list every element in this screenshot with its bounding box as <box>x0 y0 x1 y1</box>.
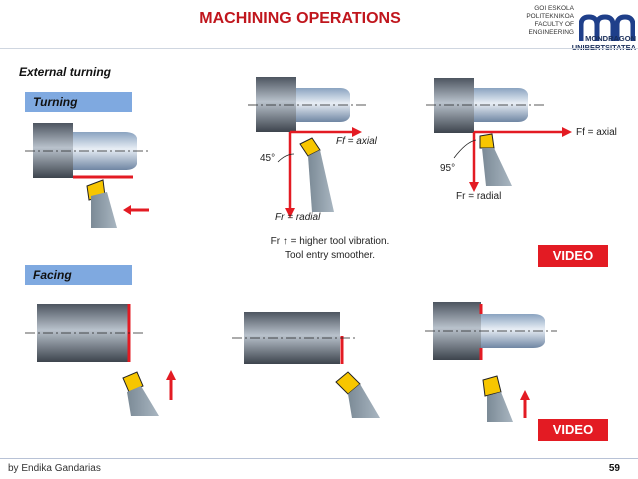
turning-diagram-95 <box>426 78 572 192</box>
tool-holder-icon <box>348 384 380 418</box>
radial-force-label-a: Fr = radial <box>275 212 321 223</box>
brand-name: MONDRAGON UNIBERTSITATEA <box>560 34 636 52</box>
tool-holder-icon <box>482 148 512 186</box>
section-title: External turning <box>19 65 112 79</box>
turning-video-button[interactable]: VIDEO <box>538 245 608 267</box>
page-number: 59 <box>608 463 620 474</box>
facing-diagram-middle <box>232 312 380 418</box>
turning-label-bar: Turning <box>25 92 132 112</box>
facing-diagram-right <box>425 302 557 422</box>
insert-icon <box>479 133 495 149</box>
radial-force-label-b: Fr = radial <box>456 191 502 202</box>
feed-arrowhead-icon <box>123 205 131 215</box>
workpiece-large-part <box>434 78 474 133</box>
insert-icon <box>122 371 144 393</box>
mondragon-logo-icon <box>579 14 635 41</box>
facing-diagram-left <box>25 304 176 416</box>
angle-45-label: 45° <box>260 153 276 164</box>
axial-arrowhead-icon <box>352 127 362 137</box>
university-line-3: FACULTY OF <box>534 21 575 28</box>
university-text: GOI ESKOLA POLITEKNIKOA FACULTY OF ENGIN… <box>520 5 574 37</box>
brand-line-2: UNIBERTSITATEA <box>560 43 636 52</box>
workpiece-large-part <box>256 77 296 132</box>
tool-holder-icon <box>91 192 117 228</box>
header-divider <box>0 48 638 49</box>
university-line-4: ENGINEERING <box>528 29 574 36</box>
university-line-2: POLITEKNIKOA <box>526 13 574 20</box>
axial-arrowhead-icon <box>562 127 572 137</box>
university-line-1: GOI ESKOLA <box>534 5 574 12</box>
workpiece-large-part <box>33 123 73 178</box>
turning-diagram-left <box>25 123 150 228</box>
radial-arrowhead-icon <box>469 182 479 192</box>
tool-holder-icon <box>487 392 513 422</box>
slide-title: MACHINING OPERATIONS <box>199 10 401 27</box>
angle-arc-icon <box>277 153 295 163</box>
turning-diagram-45 <box>248 77 366 218</box>
tool-holder-icon <box>127 386 159 416</box>
brand-line-1: MONDRAGON <box>585 34 636 43</box>
tool-holder-icon <box>308 150 334 212</box>
axial-force-label-a: Ff = axial <box>336 136 377 147</box>
footer-divider <box>0 458 638 459</box>
note-line-1: Fr ↑ = higher tool vibration. <box>270 236 390 247</box>
facing-video-button[interactable]: VIDEO <box>538 419 608 441</box>
workpiece-small-part <box>481 314 545 348</box>
facing-label-bar: Facing <box>25 265 132 285</box>
note-line-2: Tool entry smoother. <box>284 250 376 261</box>
radial-arrowhead-icon <box>285 208 295 218</box>
feed-arrowhead-icon <box>166 370 176 380</box>
footer-author: by Endika Gandarias <box>8 463 101 474</box>
angle-arc-icon <box>453 139 477 159</box>
axial-force-label-b: Ff = axial <box>576 127 617 138</box>
angle-95-label: 95° <box>440 163 456 174</box>
turning-note: Fr ↑ = higher tool vibration. Tool entry… <box>230 235 430 263</box>
feed-arrowhead-icon <box>520 390 530 400</box>
